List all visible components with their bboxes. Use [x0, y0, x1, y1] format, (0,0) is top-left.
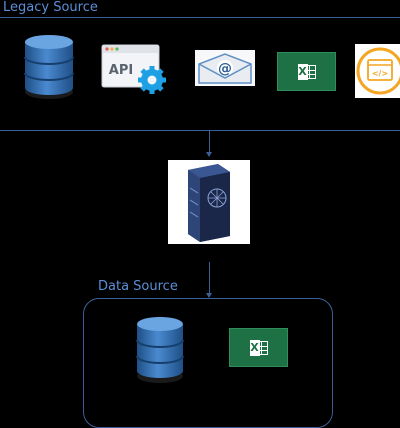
database-icon: [24, 35, 74, 99]
datasource-database-icon: [136, 317, 184, 383]
excel-icon: X: [277, 52, 336, 91]
server-icon: [168, 160, 250, 244]
connector-legacy-to-server: [209, 131, 210, 153]
api-label: API: [109, 63, 133, 78]
api-icon: API: [101, 44, 166, 94]
legacy-source-bottom-divider: [0, 130, 400, 131]
arrowhead-legacy-to-server: [206, 152, 212, 157]
arrowhead-server-to-datasource: [206, 293, 212, 298]
connector-server-to-datasource: [209, 262, 210, 294]
data-source-container: [83, 298, 333, 428]
datasource-excel-icon: X: [229, 328, 288, 367]
legacy-source-top-divider: [0, 17, 400, 18]
code-file-icon: </>: [355, 44, 400, 98]
legacy-source-label: Legacy Source: [3, 0, 98, 15]
email-at-symbol: @: [218, 61, 232, 77]
email-icon: @: [195, 50, 255, 86]
code-symbol: </>: [372, 69, 388, 78]
data-source-label: Data Source: [98, 279, 178, 294]
